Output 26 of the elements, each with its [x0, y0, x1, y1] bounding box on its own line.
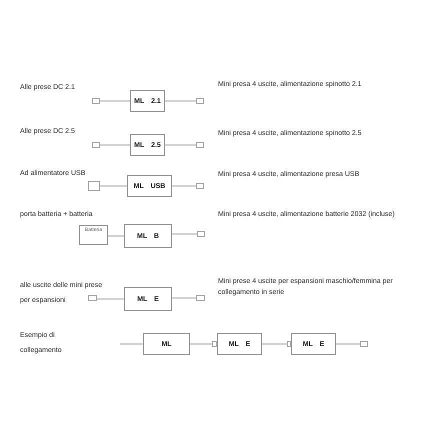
plug-connector: [196, 98, 204, 104]
plug-connector: [287, 341, 291, 347]
socket-module: [124, 224, 172, 248]
plug-connector: [360, 341, 368, 347]
cable-line: [96, 298, 124, 300]
cable-line: [100, 100, 130, 102]
battery-holder: [79, 225, 108, 245]
plug-connector: [196, 295, 205, 301]
plug-connector: [92, 142, 100, 148]
cable-line: [164, 100, 196, 102]
socket-module: [291, 333, 336, 355]
socket-module: [130, 90, 165, 112]
socket-module: [143, 333, 190, 355]
cable-line: [100, 144, 130, 146]
socket-module: [124, 287, 172, 311]
cable-line: [164, 144, 196, 146]
socket-module: [217, 333, 262, 355]
plug-connector: [196, 142, 204, 148]
socket-module: [130, 134, 165, 156]
plug-connector: [88, 181, 100, 191]
plug-connector: [212, 341, 217, 347]
socket-module: [127, 175, 172, 197]
plug-connector: [92, 98, 100, 104]
plug-connector: [88, 295, 97, 301]
plug-connector: [196, 183, 204, 189]
plug-connector: [197, 231, 205, 237]
